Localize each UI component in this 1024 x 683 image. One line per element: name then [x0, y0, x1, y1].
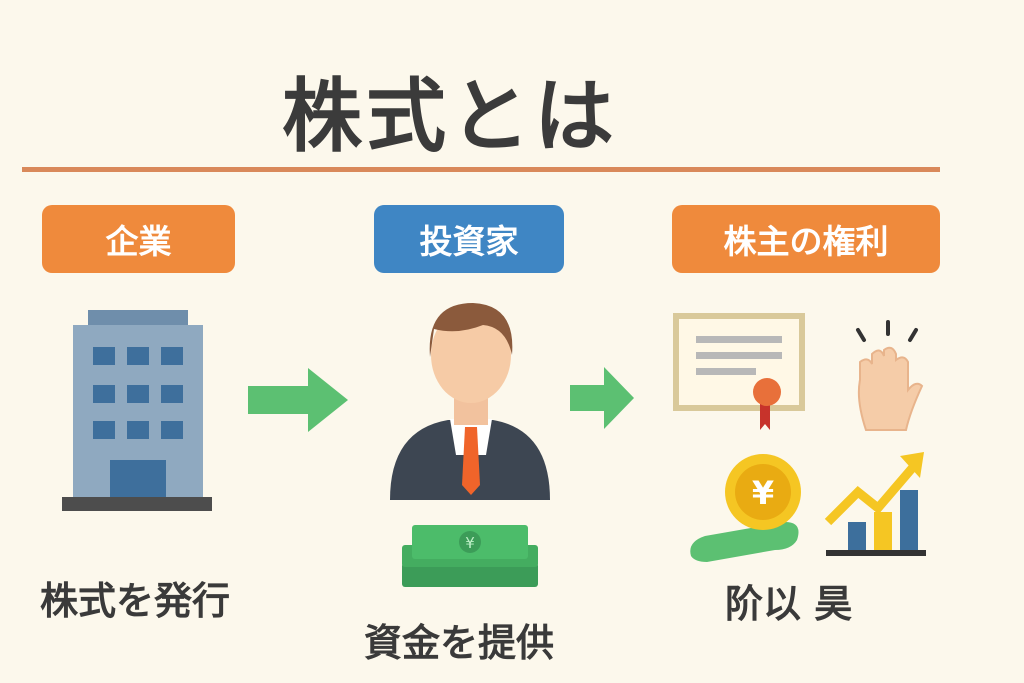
arrow-right-icon: [248, 368, 348, 432]
arrow-right-icon: [570, 367, 634, 429]
page-title: 株式とは: [282, 70, 618, 163]
yen-coin-icon: ¥: [690, 454, 801, 562]
money-yen-symbol: ¥: [465, 534, 475, 552]
caption-shareholder-rights: 阶以 昊: [725, 582, 853, 626]
building-icon: [62, 310, 212, 511]
badge-investor: 投資家: [374, 205, 564, 273]
coin-yen-symbol: ¥: [752, 474, 774, 512]
badge-shareholder-rights: 株主の権利: [672, 205, 940, 273]
raised-hand-icon: [856, 320, 924, 431]
badge-company: 企業: [42, 205, 235, 273]
divider: [22, 167, 940, 172]
money-icon: ¥: [402, 525, 538, 587]
growth-chart-icon: [824, 452, 926, 556]
caption-company: 株式を発行: [40, 579, 231, 623]
certificate-icon: [673, 313, 805, 430]
investor-icon: [390, 303, 550, 500]
caption-investor: 資金を提供: [364, 621, 555, 665]
